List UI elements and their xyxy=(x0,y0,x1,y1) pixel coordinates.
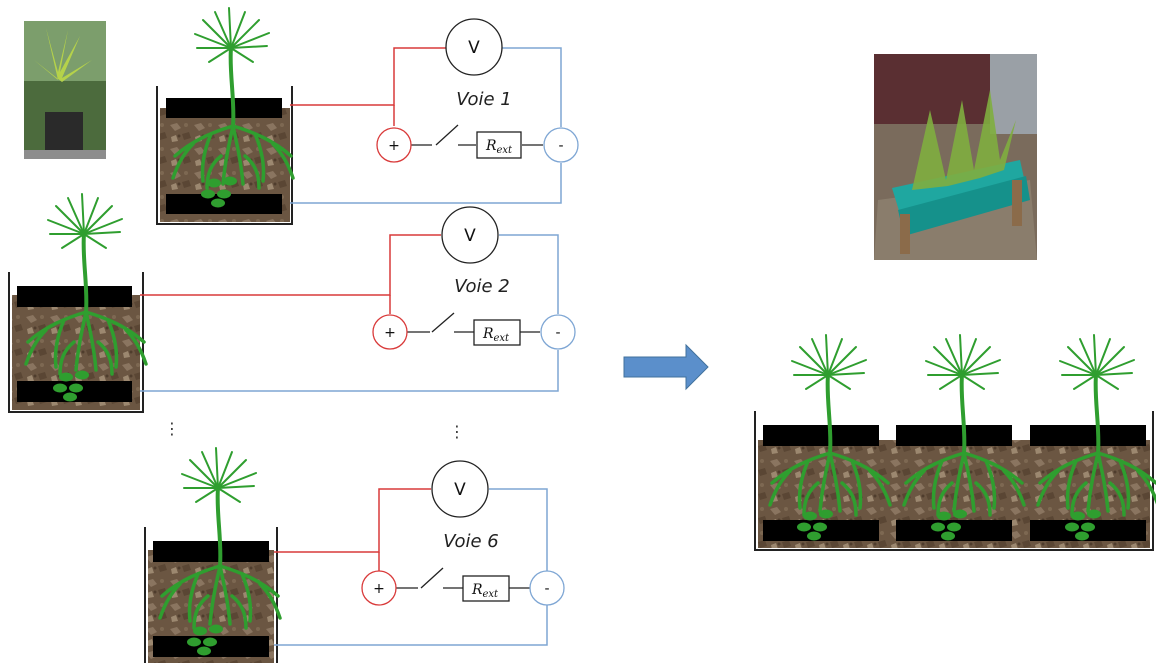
external-resistor xyxy=(473,319,521,346)
positive-wire xyxy=(274,488,431,553)
resistor-label: Rext xyxy=(482,326,510,344)
negative-wire xyxy=(502,47,562,127)
negative-terminal xyxy=(543,127,579,163)
switch-icon xyxy=(435,124,459,146)
negative-terminal xyxy=(540,314,576,350)
voltmeter-label: V xyxy=(468,38,480,58)
positive-terminal xyxy=(372,314,408,350)
negative-sign: - xyxy=(544,581,549,597)
positive-terminal xyxy=(361,570,397,606)
resistor-label: Rext xyxy=(471,582,499,600)
channel-label: Voie 1 xyxy=(456,89,512,110)
external-resistor xyxy=(476,131,522,159)
positive-sign: + xyxy=(373,581,385,597)
positive-sign: + xyxy=(384,325,396,341)
circuit-1: V Voie 1 + - Rext xyxy=(290,18,579,204)
channel-label: Voie 6 xyxy=(443,531,499,552)
voltmeter xyxy=(431,460,489,518)
positive-terminal xyxy=(376,127,412,163)
positive-wire xyxy=(290,47,446,106)
greenhouse-plant-photo xyxy=(24,21,106,159)
combined-fuel-cell xyxy=(754,333,1156,551)
negative-sign: - xyxy=(555,325,560,341)
negative-sign: - xyxy=(558,138,563,154)
fuel-cell-6 xyxy=(144,446,282,663)
voltmeter xyxy=(445,18,503,76)
positive-sign: + xyxy=(388,138,400,154)
switch-icon xyxy=(431,312,455,333)
fuel-cell-2 xyxy=(8,192,148,413)
anode-electrode-b xyxy=(896,425,1012,446)
anode-electrode-2 xyxy=(17,286,132,307)
positive-wire xyxy=(140,234,441,296)
resistor-label: Rext xyxy=(485,138,513,156)
voltmeter-label: V xyxy=(464,226,476,246)
circuit-2: V Voie 2 + - Rext xyxy=(140,206,576,392)
channel-label: Voie 2 xyxy=(454,276,510,297)
negative-wire xyxy=(499,234,559,314)
anode-electrode-1 xyxy=(166,98,282,118)
anode-electrode-a xyxy=(763,425,879,446)
ellipsis-left: ⋮ xyxy=(164,419,180,438)
circuit-6: V Voie 6 + - Rext xyxy=(274,460,565,646)
anode-electrode-6 xyxy=(153,541,269,562)
cathode-electrode-6 xyxy=(153,636,269,657)
fuel-cell-1 xyxy=(156,6,295,225)
negative-wire xyxy=(489,488,548,571)
external-resistor xyxy=(462,575,510,602)
switch-icon xyxy=(420,567,444,589)
negative-terminal xyxy=(529,570,565,606)
planter-prototype-photo xyxy=(874,54,1037,260)
right-arrow-icon xyxy=(623,343,709,391)
voltmeter xyxy=(441,206,499,264)
ellipsis-right: ⋮ xyxy=(449,422,465,441)
voltmeter-label: V xyxy=(454,480,466,500)
anode-electrode-c xyxy=(1030,425,1146,446)
